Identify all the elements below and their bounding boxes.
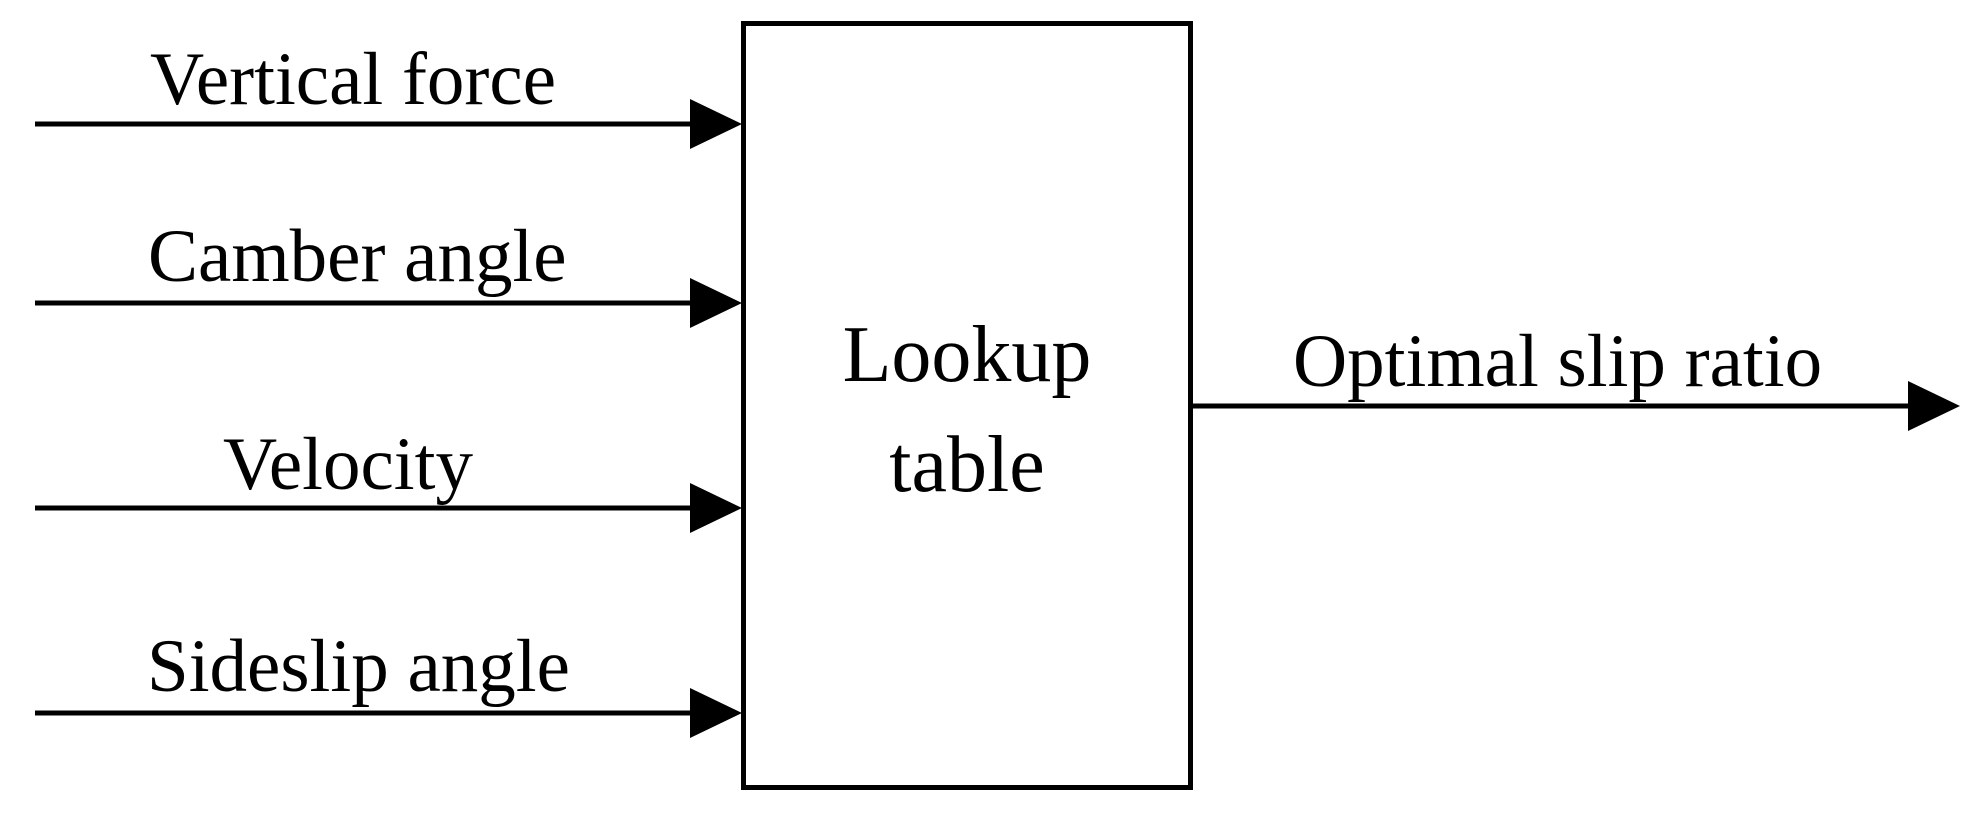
input-label-velocity: Velocity xyxy=(223,423,473,506)
input-connector-camber-angle xyxy=(35,278,742,328)
input-label-sideslip-angle: Sideslip angle xyxy=(147,625,570,708)
input-connector-vertical-force xyxy=(35,99,742,149)
arrow-right-icon xyxy=(690,483,742,533)
output-label-optimal-slip-ratio: Optimal slip ratio xyxy=(1293,320,1823,403)
input-label-camber-angle: Camber angle xyxy=(148,215,567,298)
arrow-right-icon xyxy=(690,688,742,738)
output-connector-optimal-slip-ratio xyxy=(1193,381,1960,431)
arrow-right-icon xyxy=(690,278,742,328)
input-label-vertical-force: Vertical force xyxy=(150,38,556,121)
arrow-right-icon xyxy=(690,99,742,149)
arrow-right-icon xyxy=(1908,381,1960,431)
input-connector-sideslip-angle xyxy=(35,688,742,738)
lookup-table-block-label: Lookup table xyxy=(842,311,1092,510)
lookup-table-block-outline xyxy=(741,21,1193,790)
input-connector-velocity xyxy=(35,483,742,533)
